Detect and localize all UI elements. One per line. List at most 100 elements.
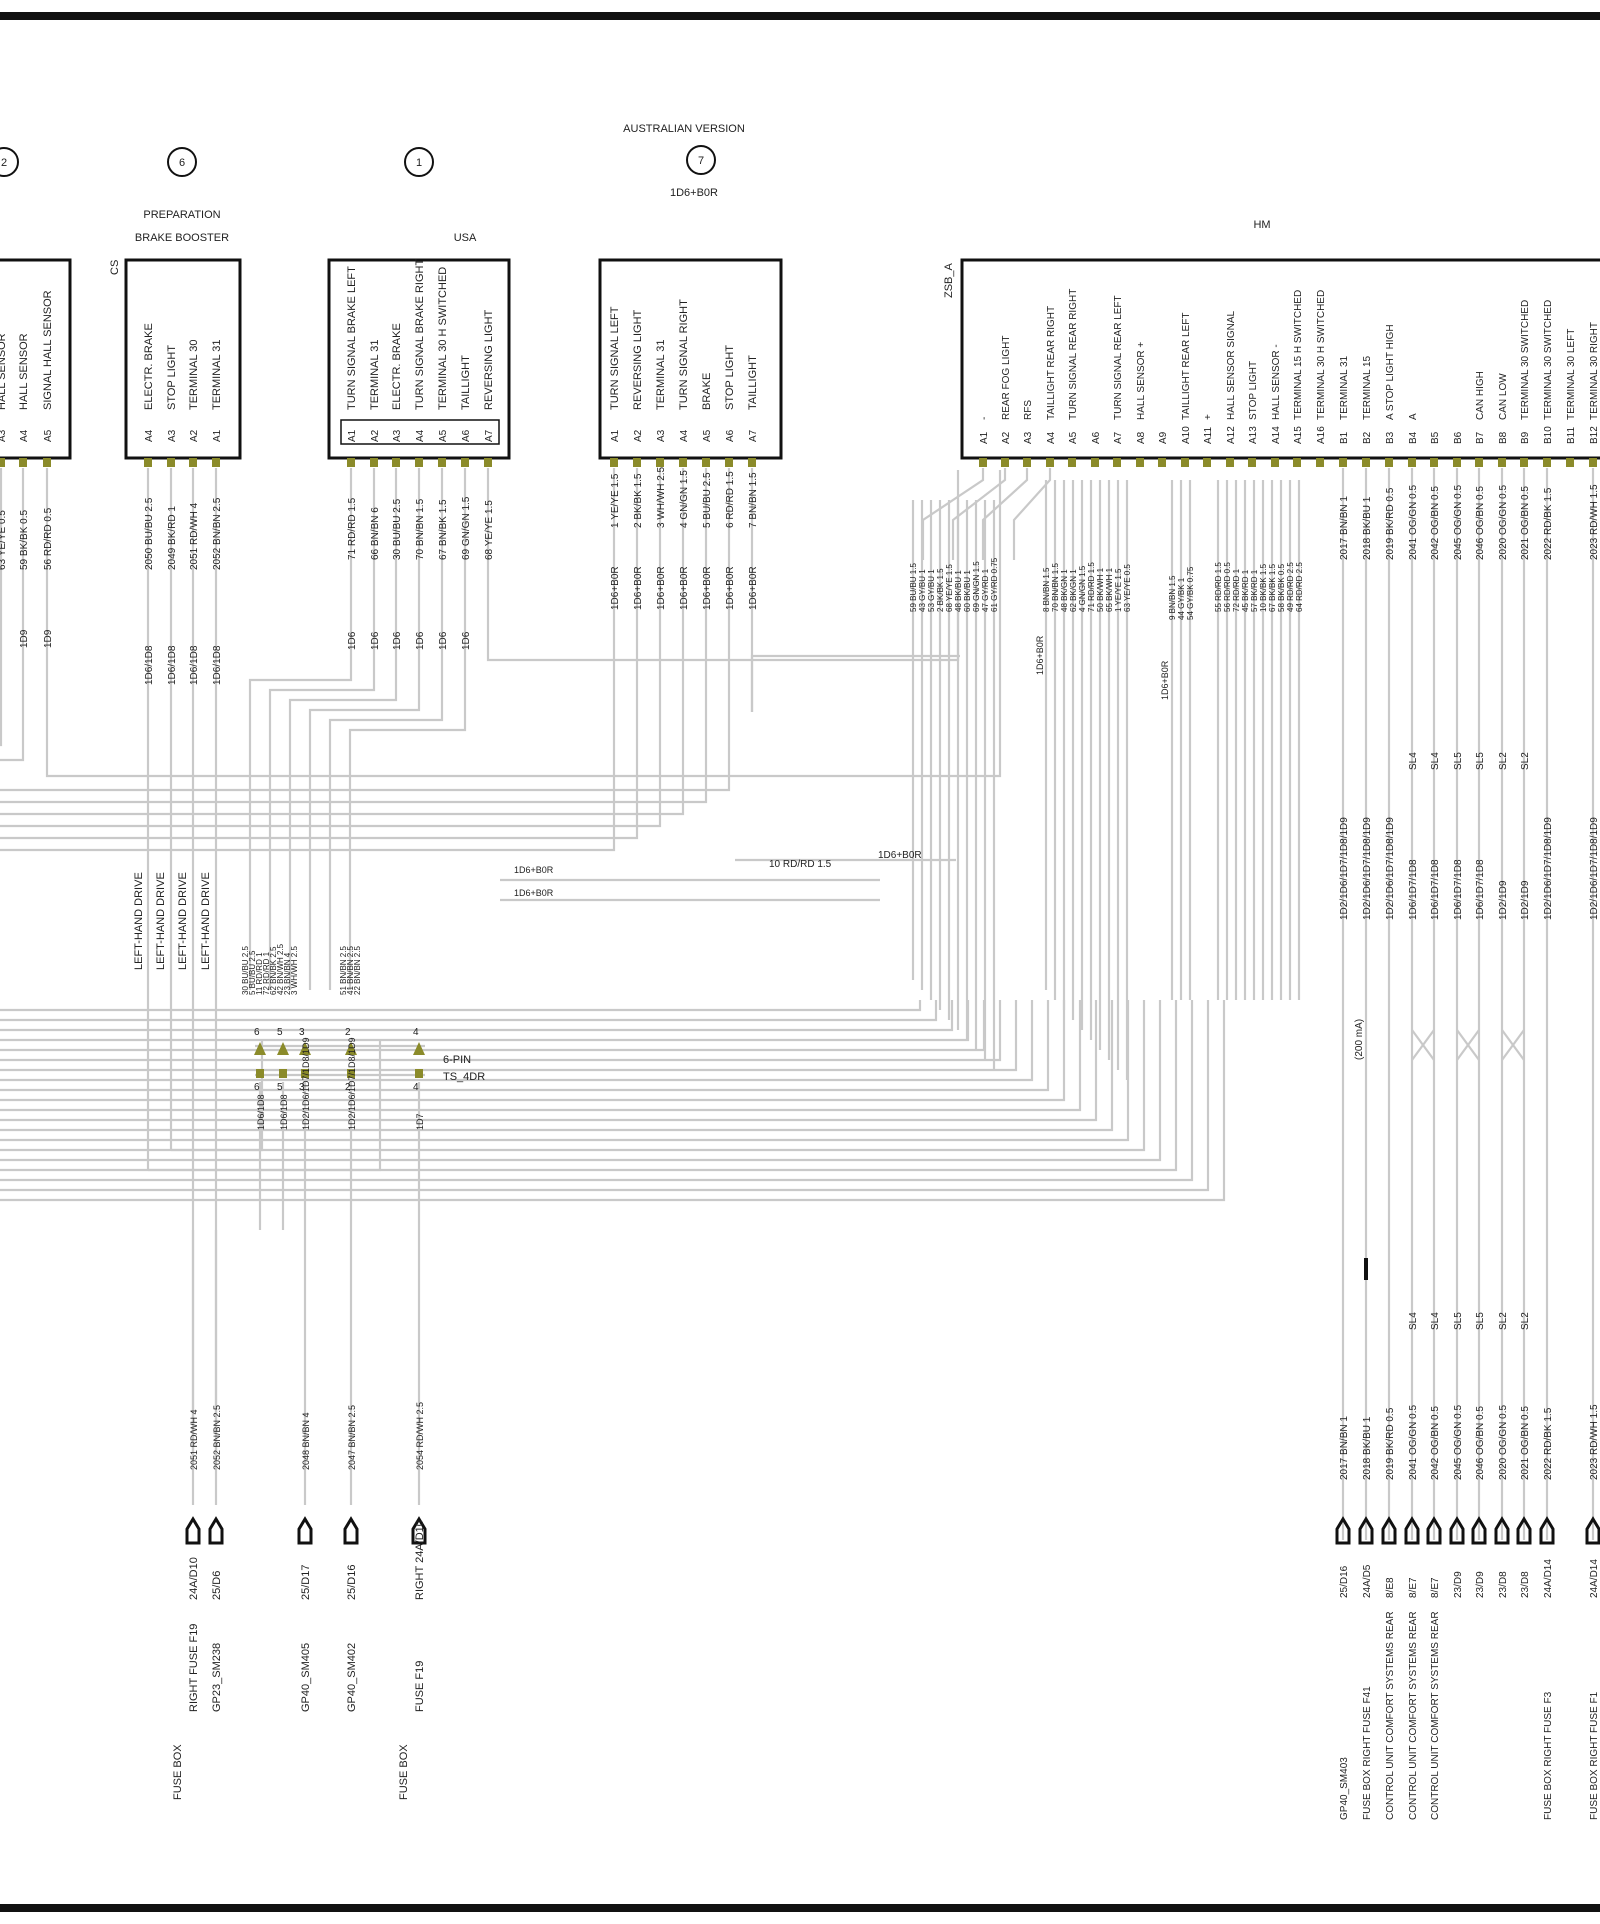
- pin-function-label: STOP LIGHT: [166, 345, 178, 410]
- pin-function-label: RFS: [1023, 400, 1034, 420]
- wire: [248, 468, 353, 990]
- b0r-label-2: 1D6+B0R: [514, 888, 554, 898]
- wire: [0, 1000, 938, 1022]
- destination-label: FUSE BOX RIGHT FUSE F3: [1543, 1691, 1554, 1820]
- wire-location-label: 1D6: [415, 631, 426, 650]
- plug-terminal-icon: [1449, 1516, 1465, 1545]
- wire: [0, 1000, 1034, 1082]
- pin-terminal: [1068, 458, 1076, 467]
- pin-terminal: [979, 458, 987, 467]
- pin-function-label: CAN HIGH: [1475, 371, 1486, 420]
- destination-label: GP40_SM403: [1339, 1757, 1350, 1820]
- pin-terminal: [370, 458, 378, 467]
- wire-location-label: 1D2/1D6/1D7/1D8/1D9: [1339, 817, 1350, 920]
- pin-id-label: A2: [370, 429, 381, 442]
- pin-id-label: B4: [1408, 431, 1419, 444]
- hm-label: HM: [1253, 219, 1270, 231]
- destination-label: GP23_SM238: [211, 1643, 223, 1712]
- plug-terminal-icon: [1585, 1516, 1600, 1545]
- wire-code-label: 60 BK/BU 1: [963, 570, 972, 612]
- six-pin-pin-id: 6: [254, 1082, 260, 1093]
- pin-id-label: A5: [43, 429, 54, 442]
- pin-function-label: -: [979, 417, 990, 420]
- pin-id-label: A8: [1136, 431, 1147, 444]
- wire: [0, 1000, 1066, 1102]
- reference-label: 25/D16: [1339, 1565, 1350, 1598]
- pin-terminal: [1113, 458, 1121, 467]
- wire-code-label: 48 BK/GN 1: [1060, 569, 1069, 612]
- six-pin-pin-id: 2: [345, 1027, 351, 1038]
- pin-id-label: A5: [1068, 431, 1079, 444]
- wire-location-label: 1D9: [43, 629, 54, 648]
- six-pin-pin-id: 5: [277, 1082, 283, 1093]
- pin-terminal: [610, 458, 618, 467]
- pin-function-label: TERMINAL 30 SWITCHED: [1520, 300, 1531, 420]
- pin-function-label: TURN SIGNAL RIGHT: [678, 299, 690, 410]
- wire: [0, 1000, 1130, 1142]
- wire: [0, 1000, 1098, 1122]
- wire: [0, 1000, 1146, 1152]
- plug-terminal-icon: [411, 1516, 427, 1545]
- wire-code-label: 71 RD/RD 1.5: [347, 497, 358, 560]
- splice-label: SL4: [1408, 1312, 1419, 1330]
- wire-code-label: 48 BK/BU 1: [954, 570, 963, 612]
- pin-id-label: A11: [1203, 427, 1214, 444]
- wire-code-label: 2 BK/BK 1.5: [936, 568, 945, 612]
- wire: [0, 1000, 1082, 1112]
- wire: [0, 1000, 1018, 1072]
- reference-label: 24A/D5: [1362, 1564, 1373, 1598]
- wire: [288, 468, 398, 990]
- wire-code-label: 42 BN/WH 2.5: [276, 943, 285, 995]
- zsb-a-label: ZSB_A: [943, 262, 955, 298]
- reference-label: 25/D17: [300, 1565, 312, 1600]
- pin-id-label: B5: [1430, 431, 1441, 444]
- reference-label: 8/E7: [1408, 1577, 1419, 1598]
- wire-code-label: 2022 RD/BK 1.5: [1543, 1407, 1554, 1480]
- wire-location-label: 1D2/1D6/1D7/1D8/1D9: [1362, 817, 1373, 920]
- pin-function-label: TURN SIGNAL REAR LEFT: [1113, 295, 1124, 420]
- svg-text:6: 6: [179, 157, 185, 169]
- pin-function-label: A: [1408, 413, 1419, 420]
- pin-terminal: [43, 458, 51, 467]
- pin-terminal: [347, 1069, 355, 1078]
- pin-function-label: STOP LIGHT: [724, 345, 736, 410]
- rd-wire-loc: 1D6+B0R: [878, 850, 922, 861]
- top-frame-bar: [0, 12, 1600, 20]
- destination-label: CONTROL UNIT COMFORT SYSTEMS REAR: [1408, 1611, 1419, 1820]
- pin-id-label: A3: [0, 429, 8, 442]
- pin-terminal: [415, 1069, 423, 1078]
- wire-code-label: 3 WH/WH 2.5: [290, 946, 299, 995]
- wire: [486, 468, 960, 662]
- wire-code-label: 5 BU/BU 2.5: [248, 950, 257, 995]
- pin-function-label: TERMINAL 30 H SWITCHED: [1316, 290, 1327, 420]
- wire-code-label: 63 YE/YE 0.5: [0, 510, 8, 570]
- pin-terminal: [725, 458, 733, 467]
- usa-label: USA: [454, 232, 477, 244]
- pin-terminal: [345, 1042, 357, 1055]
- pin-terminal: [484, 458, 492, 467]
- wire-code-label: 72 RD/RD 1: [1232, 568, 1241, 612]
- pin-id-label: A4: [1046, 431, 1057, 444]
- wire-code-label: 30 BU/BU 2.5: [241, 946, 250, 995]
- wire-code-label: 2052 BN/BN 2.5: [212, 1405, 222, 1470]
- wire-code-label: 2042 OG/BN 0.5: [1430, 1406, 1441, 1480]
- wire-location-label: 1D6: [438, 631, 449, 650]
- wire-location-label: 1D6/1D8: [212, 645, 223, 685]
- wire-code-label: 61 GY/RD 0.75: [990, 557, 999, 612]
- wire-location-label: 1D6/1D8: [167, 645, 178, 685]
- svg-text:2: 2: [1, 157, 7, 169]
- pin-id-label: A1: [610, 429, 621, 442]
- reference-label: 25/D6: [211, 1571, 223, 1600]
- wire-code-label: 58 BK/BK 0.5: [1277, 563, 1286, 612]
- wire: [951, 468, 1007, 560]
- wire-code-label: 70 BN/BN 1.5: [415, 498, 426, 560]
- pin-function-label: TERMINAL 31: [369, 339, 381, 410]
- wire-code-label: 2017 BN/BN 1: [1339, 496, 1350, 560]
- wire-location-label: 1D6/1D8: [256, 1094, 266, 1130]
- reference-label: 24A/D10: [188, 1557, 200, 1600]
- pin-id-label: A16: [1316, 426, 1327, 444]
- wire: [0, 1000, 970, 1042]
- pin-terminal: [392, 458, 400, 467]
- wire-code-label: 2018 BK/BU 1: [1362, 496, 1373, 560]
- wire-code-label: 2054 RD/WH 2.5: [415, 1402, 425, 1470]
